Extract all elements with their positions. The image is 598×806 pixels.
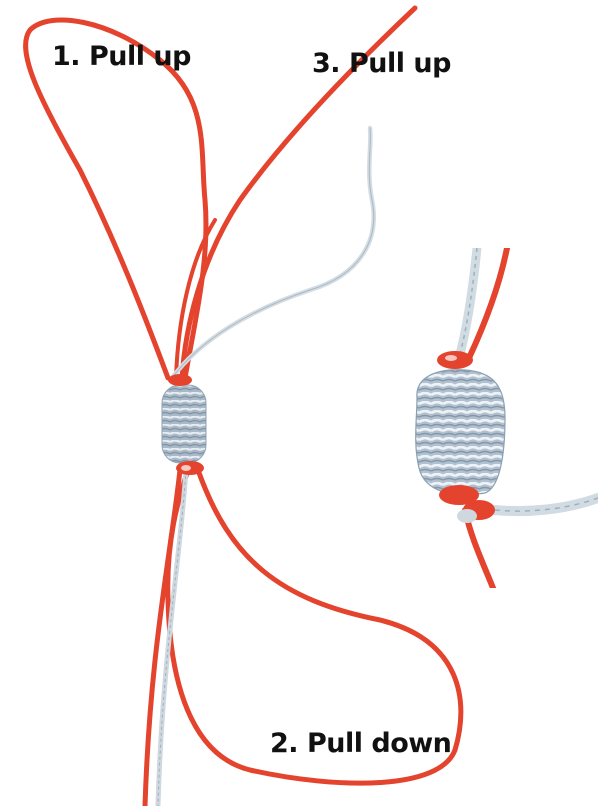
label-step-3: 3. Pull up [312,50,451,77]
inset-top-binding-highlight [445,355,457,361]
inset-closeup [395,248,598,588]
inset-knot-photo [395,248,598,588]
knot-top-binding [168,374,192,386]
label-step-1: 1. Pull up [52,43,191,70]
knot-bottom-highlight [181,465,191,471]
inset-bottom-white-loop [457,509,477,523]
label-step-2: 2. Pull down [270,730,451,757]
inset-knot-body [416,370,505,495]
knot-body [162,385,206,463]
